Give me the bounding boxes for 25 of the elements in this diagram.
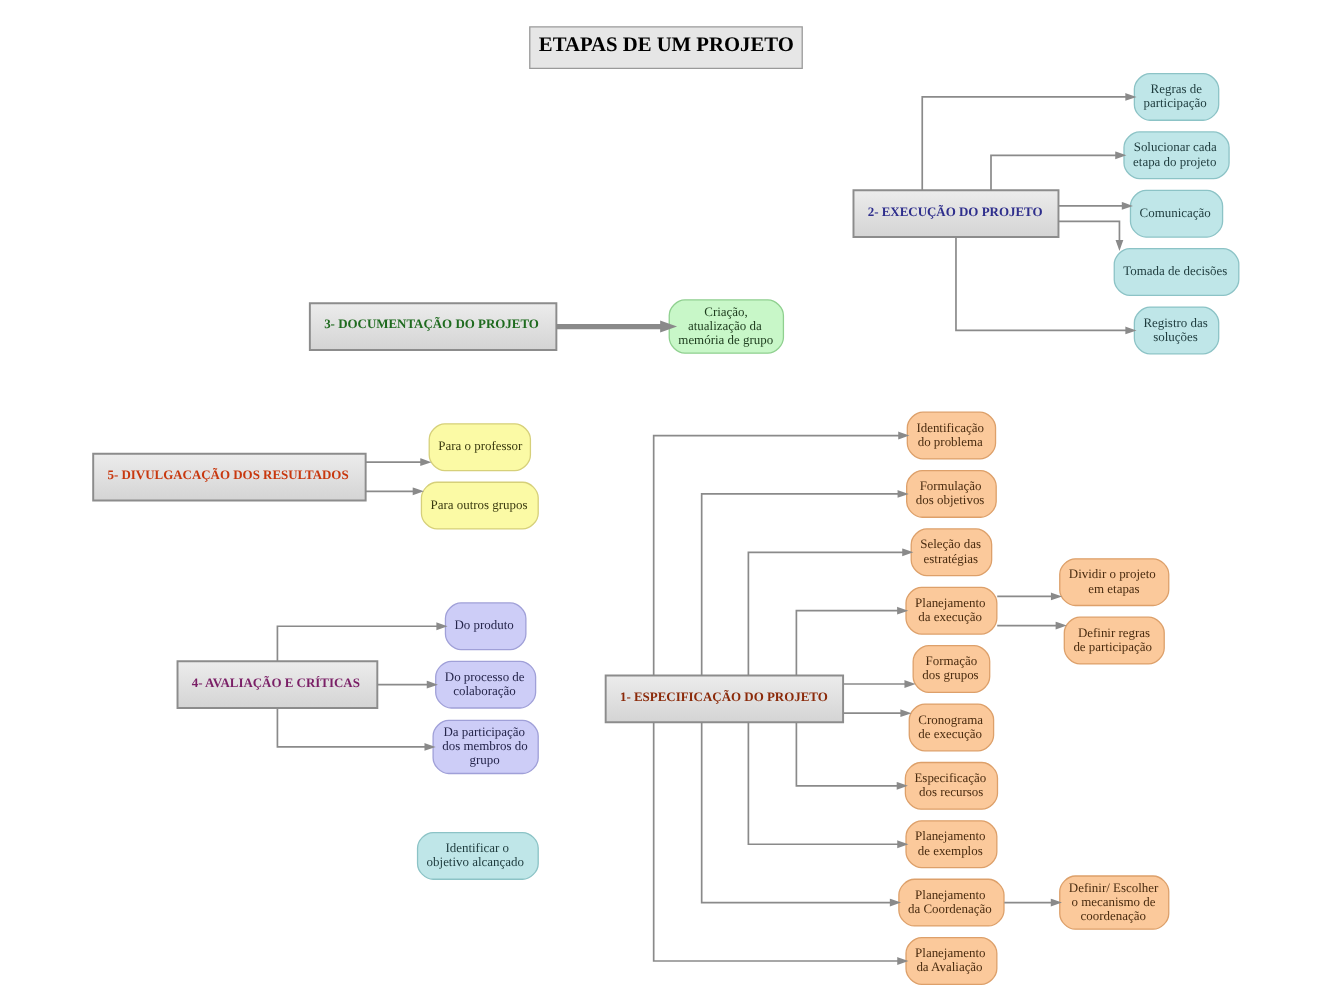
arrow	[920, 93, 1136, 191]
arrow	[555, 320, 677, 333]
arrow	[1056, 201, 1132, 210]
arrow	[376, 680, 437, 689]
arrow	[794, 721, 907, 790]
arrow	[841, 680, 915, 688]
arrow	[699, 721, 901, 907]
arrow	[995, 592, 1062, 601]
diagram-title: ETAPAS DE UM PROJETO	[537, 35, 793, 58]
arrow	[1056, 220, 1123, 252]
arrow	[364, 487, 423, 496]
arrow	[954, 236, 1136, 335]
arrow	[651, 721, 908, 965]
arrow	[746, 722, 908, 849]
arrow	[651, 431, 909, 677]
arrow	[1002, 898, 1061, 907]
arrow	[275, 707, 435, 751]
arrow	[794, 606, 908, 677]
arrow	[746, 548, 913, 677]
arrow	[275, 622, 447, 663]
arrow	[989, 151, 1126, 192]
arrow	[699, 490, 908, 677]
arrow	[841, 709, 911, 718]
arrow	[995, 621, 1066, 630]
arrow	[364, 458, 431, 467]
